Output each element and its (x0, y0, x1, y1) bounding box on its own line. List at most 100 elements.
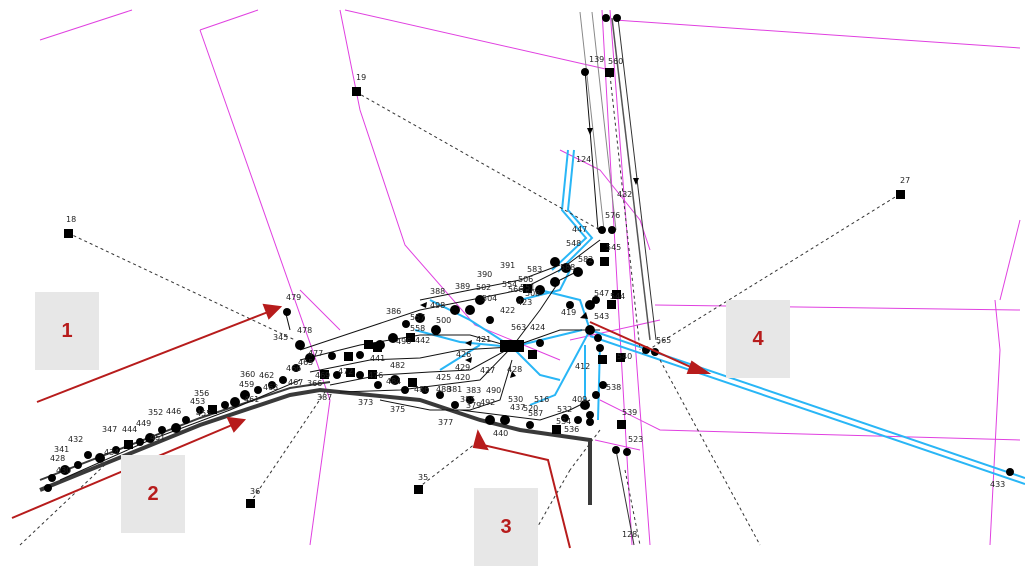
cluster-links (59, 69, 601, 481)
callout-arrow-3 (482, 444, 571, 549)
node-label: 477 (308, 349, 323, 358)
callout-arrow-1 (36, 311, 269, 403)
node-markers (44, 14, 1014, 508)
node-label: 347 (102, 425, 117, 434)
node-label: 447 (572, 225, 587, 234)
node-label: 453 (190, 397, 205, 406)
node-label: 469 (315, 371, 330, 380)
callout-box-4: 4 (726, 300, 790, 378)
node-label: 566 (508, 285, 523, 294)
node-label: 551 (520, 283, 535, 292)
node-label: 484 (386, 377, 401, 386)
node-label: 516 (534, 395, 549, 404)
node-label: 462 (259, 371, 274, 380)
node-label: 19 (356, 73, 366, 82)
node-label: 428 (507, 365, 522, 374)
node-label: 377 (438, 418, 453, 427)
node-label: 498 (430, 301, 445, 310)
node-label: 390 (477, 270, 492, 279)
node-label: 558 (410, 324, 425, 333)
node-label: 459 (239, 380, 254, 389)
node-label: 373 (358, 398, 373, 407)
node-label: 465 (298, 358, 313, 367)
parcel-boundaries (39, 9, 1021, 546)
node-label: 389 (455, 282, 470, 291)
node-label: 576 (605, 211, 620, 220)
node-label: 345 (273, 333, 288, 342)
dashed-links (19, 74, 901, 546)
node-label: 530 (508, 395, 523, 404)
node-label: 35 (418, 473, 428, 482)
node-label: 557 (410, 313, 425, 322)
node-label: 583 (527, 265, 542, 274)
node-label: 455 (196, 409, 211, 418)
node-label: 383 (466, 386, 481, 395)
node-label: 124 (576, 155, 591, 164)
node-label: 543 (594, 312, 609, 321)
node-label: 421 (476, 335, 491, 344)
node-label: 420 (455, 373, 470, 382)
node-label: 424 (530, 323, 545, 332)
node-label: 449 (136, 419, 151, 428)
callout-arrows (11, 303, 712, 549)
node-label: 476 (368, 371, 383, 380)
callout-box-1: 1 (35, 292, 99, 370)
node-label: 427 (480, 366, 495, 375)
callout-number: 1 (61, 320, 73, 342)
node-label: 381 (447, 385, 462, 394)
node-label: 463 (263, 383, 278, 392)
node-label: 366 (307, 379, 322, 388)
node-label: 442 (415, 336, 430, 345)
node-label: 428 (50, 454, 65, 463)
node-label: 451 (150, 433, 165, 442)
node-label: 520 (523, 404, 538, 413)
callout-number: 3 (500, 516, 512, 538)
node-label: 500 (436, 316, 451, 325)
node-label: 412 (575, 362, 590, 371)
node-label: 466 (286, 364, 301, 373)
node-label: 539 (622, 408, 637, 417)
node-labels: 18 19 27 35 36 139 560 124 432 447 576 5… (50, 55, 1005, 539)
node-label: 429 (455, 363, 470, 372)
node-label: 488 (436, 385, 451, 394)
node-label: 391 (500, 261, 515, 270)
callout-box-2: 2 (121, 455, 185, 533)
node-label: 563 (511, 323, 526, 332)
node-label: 547 (594, 289, 609, 298)
node-label: 587 (528, 409, 543, 418)
node-label: 437 (510, 403, 525, 412)
node-label: 425 (436, 373, 451, 382)
node-label: 36 (250, 487, 260, 496)
node-label: 18 (66, 215, 76, 224)
node-label: 139 (589, 55, 604, 64)
callout-number: 4 (752, 328, 764, 350)
node-label: 532 (557, 405, 572, 414)
node-label: 461 (244, 395, 259, 404)
node-label: 490 (486, 386, 501, 395)
node-label: 360 (240, 370, 255, 379)
node-label: 385 (460, 395, 475, 404)
node-label: 544 (610, 292, 625, 301)
main-cable (39, 381, 592, 505)
arrowheads (420, 128, 639, 378)
node-label: 523 (628, 435, 643, 444)
node-label: 482 (390, 361, 405, 370)
node-label: 430 (56, 466, 71, 475)
node-label: 128 (622, 530, 637, 539)
node-label: 432 (617, 190, 632, 199)
node-label: 560 (608, 57, 623, 66)
node-label: 588 (560, 263, 575, 272)
node-label: 441 (370, 354, 385, 363)
node-label: 565 (656, 336, 671, 345)
node-label: 432 (68, 435, 83, 444)
node-label: 419 (561, 308, 576, 317)
callout-arrow-4 (589, 321, 694, 369)
callout-box-3: 3 (474, 488, 538, 566)
node-label: 375 (390, 405, 405, 414)
node-label: 536 (564, 425, 579, 434)
arrowhead-icon (686, 360, 712, 374)
node-label: 548 (566, 239, 581, 248)
node-label: 426 (456, 350, 471, 359)
node-label: 504 (482, 294, 497, 303)
node-label: 478 (297, 326, 312, 335)
